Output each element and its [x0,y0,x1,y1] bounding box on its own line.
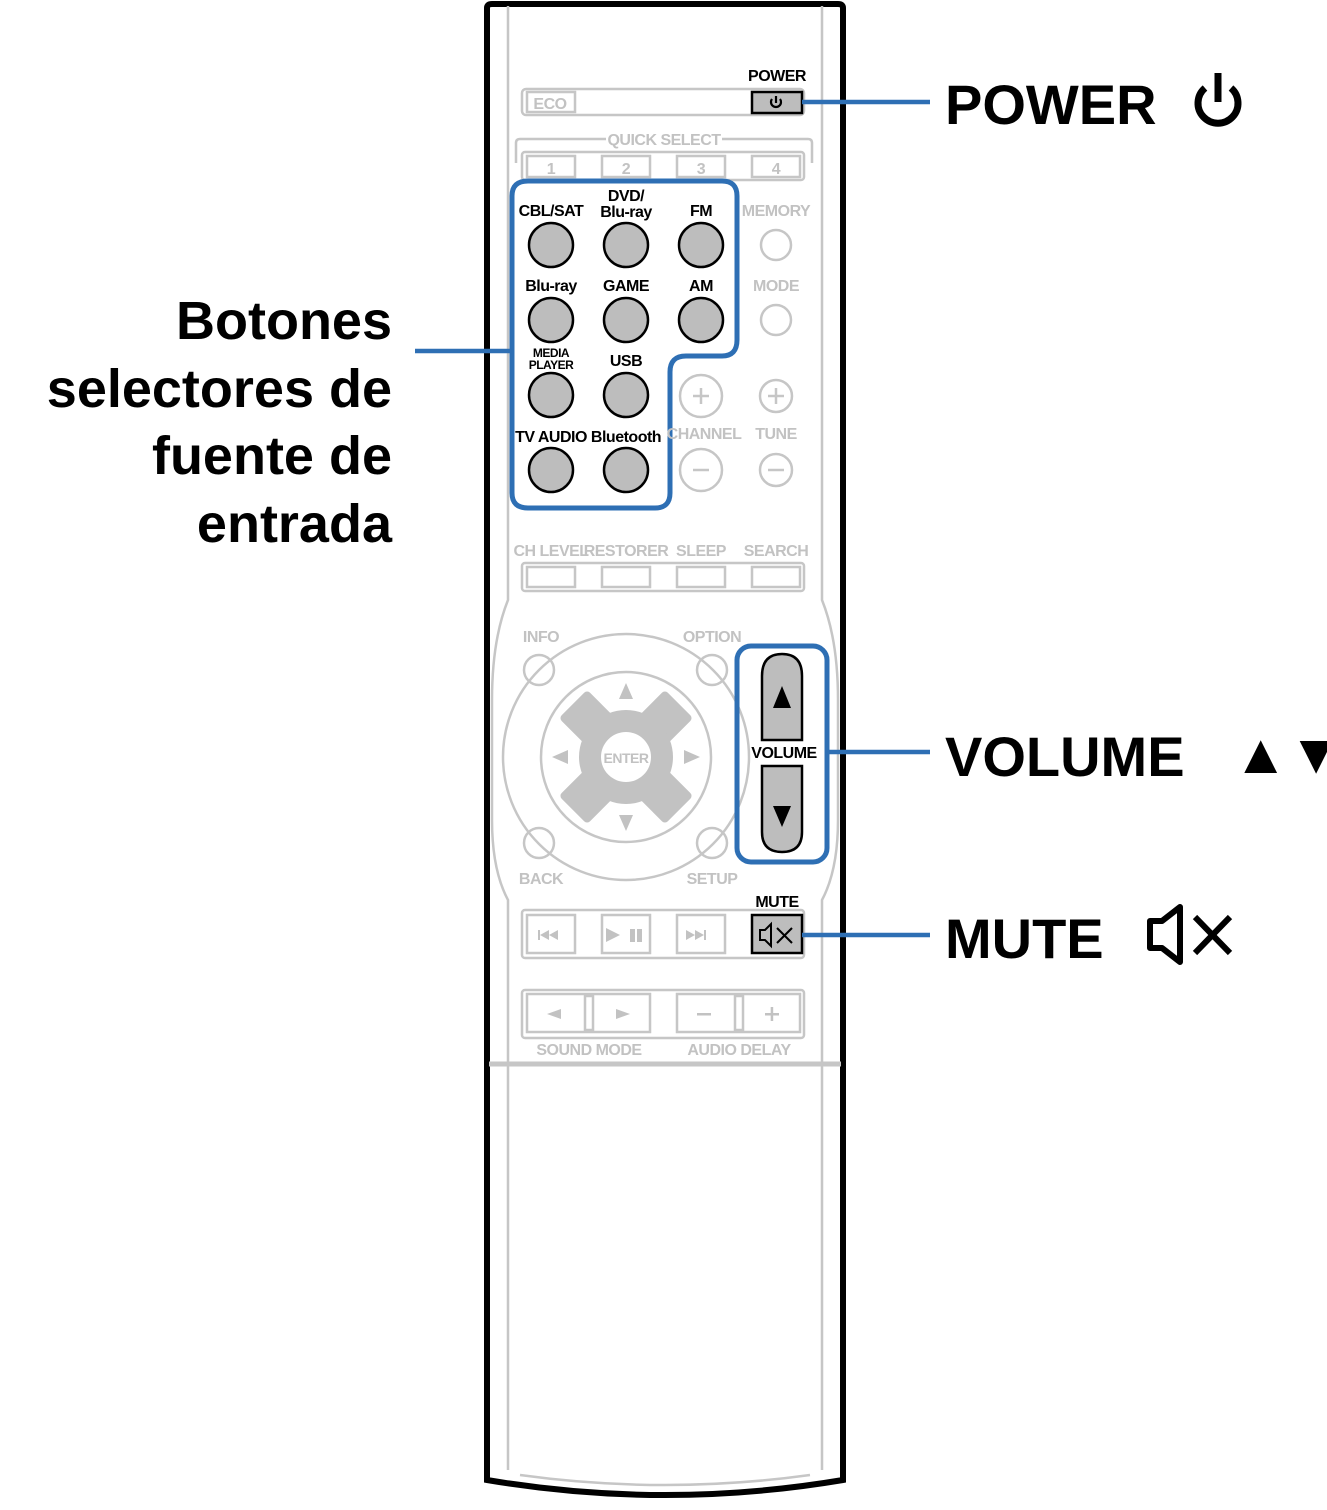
down-triangle-icon [773,806,791,827]
power-label: POWER [748,68,807,85]
source-highlight-box [509,178,740,511]
dvd-bluray-button[interactable] [602,221,650,269]
source-callout-line: entrada [197,494,393,554]
cbl-sat-button[interactable] [527,221,575,269]
power-icon [1194,73,1242,127]
setup-label: SETUP [687,871,739,888]
quick-label: 1 [547,161,556,178]
tune-label: TUNE [755,426,797,443]
enter-label: ENTER [604,750,649,766]
sound-mode-rocker[interactable] [525,992,652,1034]
next-button[interactable] [675,913,727,955]
mute-callout: MUTE [945,907,1104,970]
option-label: OPTION [683,629,741,646]
audio-delay-label: AUDIO DELAY [687,1042,791,1059]
source-label: PLAYER [529,358,574,372]
eco-button[interactable] [525,90,577,114]
source-label: Blu-ray [525,278,577,295]
tune-up-button[interactable] [758,378,794,414]
search-button[interactable] [750,565,802,589]
callout-lines [415,99,930,938]
source-callout-line: fuente de [152,426,392,486]
ch-level-button[interactable] [525,565,577,589]
mode-label: MODE [753,278,800,295]
transport-icons [538,928,706,942]
source-callout-line: selectores de [47,359,392,419]
source-label: MEDIA [533,346,570,360]
setup-button[interactable] [695,826,729,860]
ch-level-label: CH LEVEL [513,543,589,560]
source-buttons: CBL/SAT DVD/ Blu-ray FM Blu-ray GAME AM … [515,188,725,494]
rocker-icons [547,1007,779,1021]
volume-callout: VOLUME [945,725,1185,788]
channel-down-button[interactable] [678,447,724,493]
option-button[interactable] [695,653,729,687]
quick-select-1[interactable] [525,154,577,179]
bluetooth-button[interactable] [602,446,650,494]
channel-up-button[interactable] [678,373,724,419]
source-label: AM [689,278,713,295]
source-label: DVD/ [608,188,645,205]
power-icon [769,96,783,109]
tv-audio-button[interactable] [527,446,575,494]
bluray-button[interactable] [527,296,575,344]
memory-button[interactable] [759,228,793,262]
audio-delay-rocker[interactable] [675,992,802,1034]
source-label: USB [610,353,642,370]
quick-select-4[interactable] [750,154,802,179]
enter-button[interactable] [601,732,651,782]
fm-button[interactable] [677,221,725,269]
tune-down-button[interactable] [758,452,794,488]
info-button[interactable] [522,653,556,687]
source-label: TV AUDIO [515,429,587,446]
play-pause-button[interactable] [600,913,652,955]
volume-highlight-box [734,643,830,865]
sound-mode-label: SOUND MODE [536,1042,642,1059]
sleep-label: SLEEP [676,543,727,560]
source-label: FM [690,203,712,220]
info-label: INFO [523,629,559,646]
source-label: Bluetooth [591,429,661,446]
restorer-button[interactable] [600,565,652,589]
dpad[interactable] [539,670,713,844]
remote-inner-lines [489,6,841,1487]
search-label: SEARCH [744,543,809,560]
sleep-button[interactable] [675,565,727,589]
quick-label: 2 [622,161,631,178]
am-button[interactable] [677,296,725,344]
source-callout-line: Botones [176,291,392,351]
quick-label: 4 [772,161,781,178]
back-button[interactable] [522,826,556,860]
mute-label: MUTE [755,894,799,911]
quick-select-label: QUICK SELECT [607,132,721,149]
media-player-button[interactable] [527,371,575,419]
quick-label: 3 [697,161,706,178]
previous-button[interactable] [525,913,577,955]
mute-button[interactable] [750,913,804,955]
up-triangle-icon [773,686,791,708]
restorer-label: RESTORER [584,543,670,560]
plus-minus-icons [693,388,784,472]
source-label: GAME [603,278,650,295]
usb-button[interactable] [602,371,650,419]
source-label: Blu-ray [600,204,652,221]
channel-label: CHANNEL [667,426,742,443]
power-callout: POWER [945,73,1157,136]
speaker-mute-icon [759,921,793,949]
source-label: CBL/SAT [519,203,584,220]
volume-arrows-icon: ▲▼ [1233,722,1327,785]
quick-select-2[interactable] [600,154,652,179]
game-button[interactable] [602,296,650,344]
quick-select-3[interactable] [675,154,727,179]
nav-ring [501,632,751,882]
back-label: BACK [519,871,564,888]
quick-select-buttons: 1 2 3 4 [525,154,802,179]
memory-label: MEMORY [742,203,811,220]
mode-button[interactable] [759,303,793,337]
speaker-mute-icon [1147,904,1233,965]
power-button[interactable] [750,90,804,115]
eco-label: ECO [533,96,566,113]
dpad-arrow-icons [552,683,700,831]
volume-label: VOLUME [751,745,817,762]
